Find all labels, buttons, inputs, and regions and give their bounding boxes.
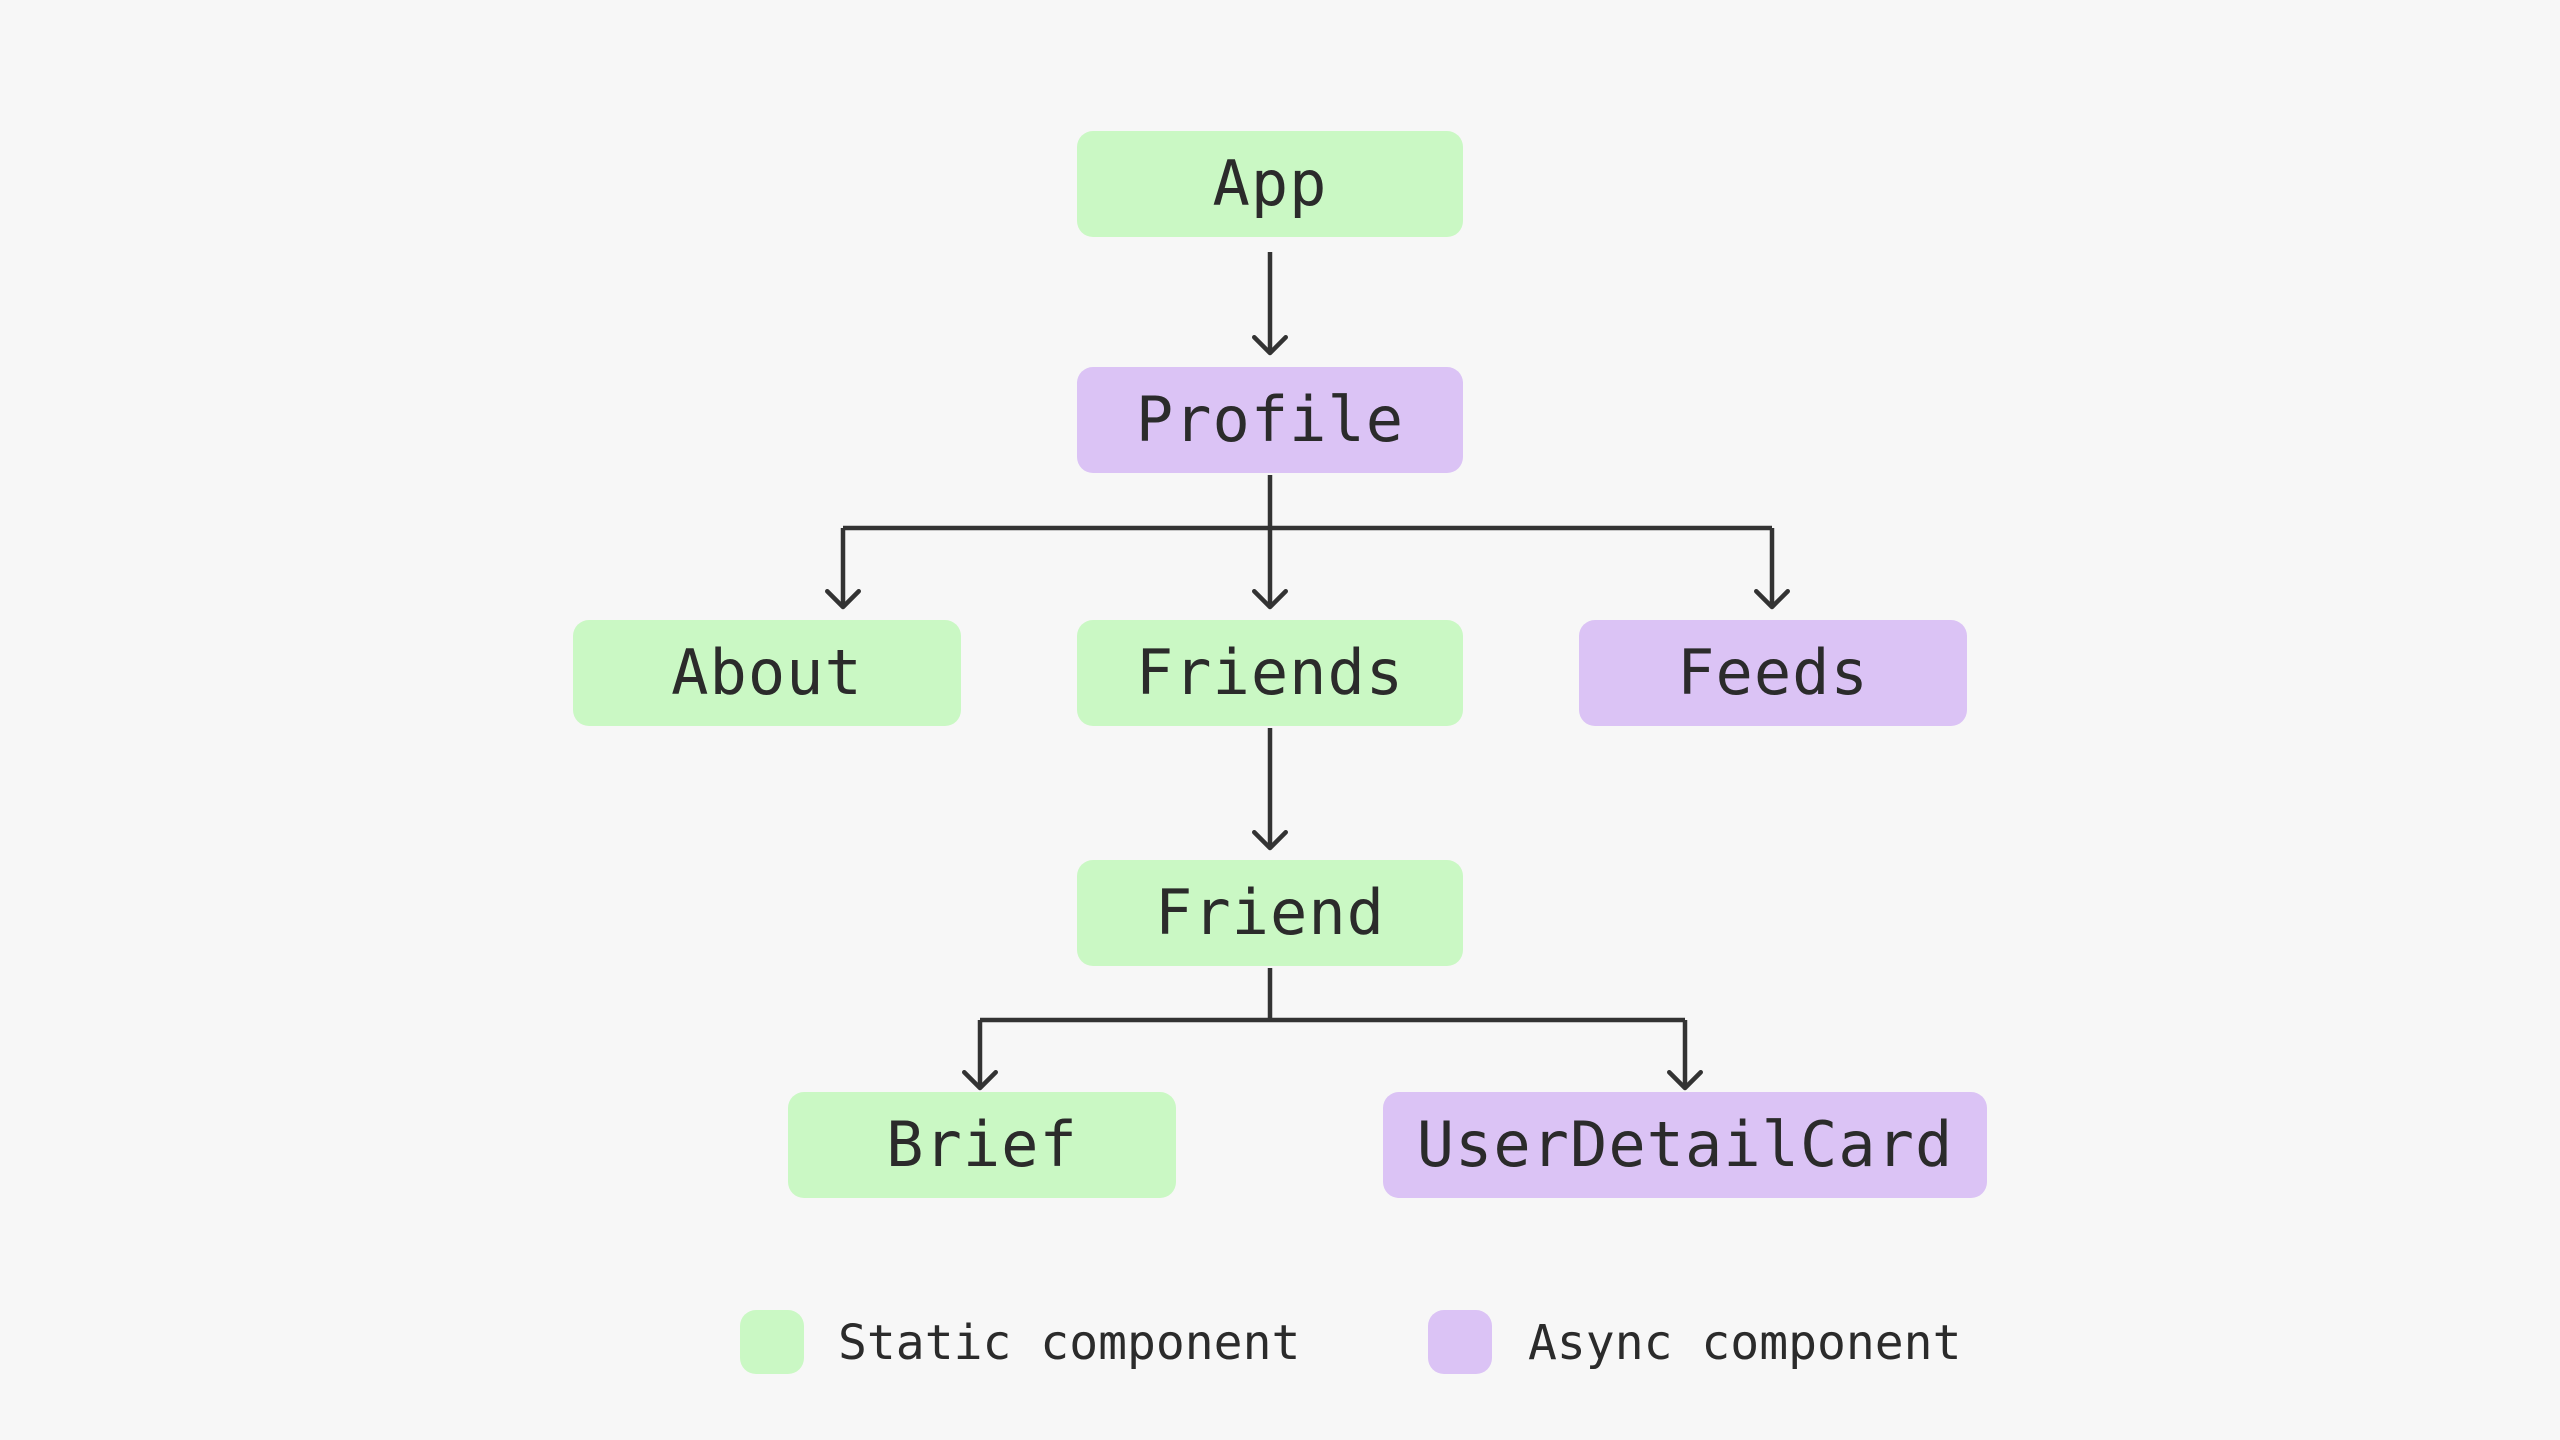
legend-async-swatch <box>1428 1310 1492 1374</box>
node-profile: Profile <box>1077 367 1463 473</box>
node-friends: Friends <box>1077 620 1463 726</box>
node-user-detail-card: UserDetailCard <box>1383 1092 1987 1198</box>
node-friend: Friend <box>1077 860 1463 966</box>
legend-async-label: Async component <box>1528 1315 1962 1371</box>
legend-static-label: Static component <box>838 1315 1301 1371</box>
node-app: App <box>1077 131 1463 237</box>
node-feeds: Feeds <box>1579 620 1967 726</box>
legend-static-swatch <box>740 1310 804 1374</box>
node-about: About <box>573 620 961 726</box>
node-brief: Brief <box>788 1092 1176 1198</box>
